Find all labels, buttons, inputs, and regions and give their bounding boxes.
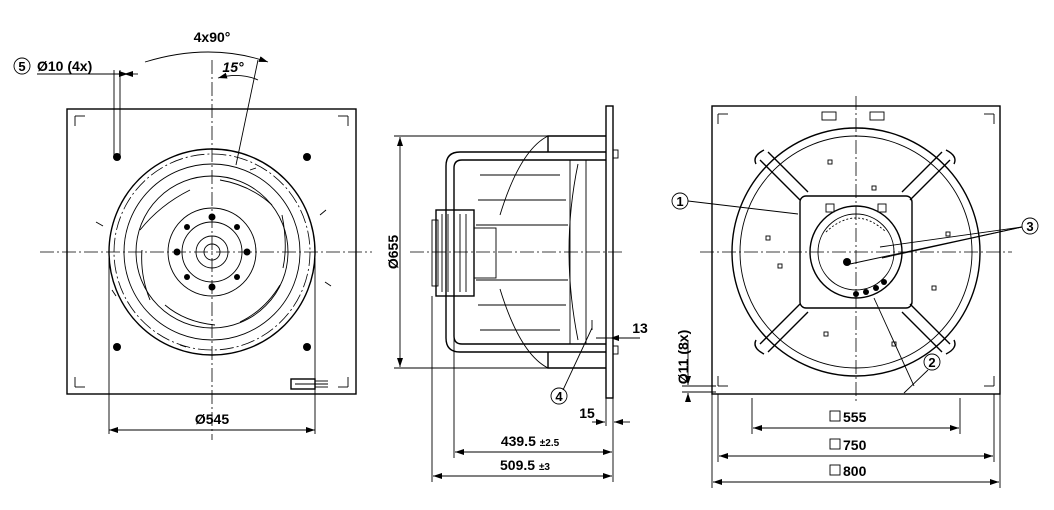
- dimension-655-label: Ø655: [385, 235, 401, 269]
- front-shaft: [203, 243, 221, 261]
- front-outer-ring: [108, 148, 316, 356]
- front-corner-marks: [74, 115, 349, 388]
- front-hub-ring: [167, 207, 257, 297]
- dimension-545: Ø545: [108, 258, 316, 434]
- callout-3-number: 3: [1026, 219, 1033, 234]
- dimension-800-label: 800: [843, 463, 867, 479]
- dimension-439-main: 439.5: [501, 433, 536, 449]
- dimension-509-main: 509.5: [500, 457, 535, 473]
- angle-offset-label: 15°: [222, 59, 244, 75]
- callout-1: 1: [671, 192, 799, 215]
- side-impeller-blades: [476, 174, 568, 331]
- dimension-750-label: 750: [843, 437, 867, 453]
- callout-2: 2: [873, 297, 941, 394]
- front-view: 5 Ø10 (4x) 4x90° 15° Ø545: [13, 29, 372, 440]
- front-shaft-ring: [195, 235, 229, 269]
- callout-4: 4: [550, 327, 593, 405]
- side-support-frame-top: [445, 151, 606, 200]
- dimension-15: 15: [579, 398, 630, 426]
- dimension-509-label: 509.5 ±3: [500, 457, 550, 473]
- front-plate-outline: [66, 108, 357, 395]
- rear-corner-marks: [717, 113, 995, 387]
- rear-small-marks: [765, 159, 951, 347]
- front-mounting-holes: [113, 153, 311, 351]
- dimension-509-tol: ±3: [539, 462, 550, 473]
- front-hub-inner: [181, 221, 243, 283]
- front-blades: [139, 179, 286, 326]
- callout-1-number: 1: [676, 194, 683, 209]
- rear-connectors: [843, 258, 887, 297]
- dimension-750: 750: [717, 394, 995, 462]
- front-impeller-ring: [135, 175, 289, 329]
- angle-dimension: 4x90° 15°: [144, 29, 269, 166]
- front-inlet-ring: [123, 163, 301, 341]
- dimension-15-label: 15: [579, 405, 595, 421]
- rear-struts: [754, 149, 956, 355]
- dimension-439-label: 439.5 ±2.5: [501, 433, 560, 449]
- hole-callout-number: 5: [18, 59, 25, 74]
- dimension-13: 13: [596, 320, 648, 341]
- front-cable-gland: [290, 378, 328, 390]
- hole-callout-rear-label: Ø11 (8x): [675, 330, 691, 384]
- dimension-509: 509.5 ±3: [431, 296, 614, 482]
- dimension-13-label: 13: [632, 320, 648, 336]
- rear-motor-frame: [799, 195, 913, 309]
- rear-outer-ring: [731, 127, 981, 377]
- dimension-655: Ø655: [385, 135, 548, 369]
- dimension-555: 555: [751, 398, 961, 434]
- dimension-545-label: Ø545: [195, 411, 229, 427]
- rear-motor-inner: [817, 213, 895, 291]
- dimension-555-label: 555: [843, 409, 867, 425]
- front-small-marks: [95, 167, 332, 348]
- front-hub-bolts: [173, 213, 251, 291]
- side-support-frame-bottom: [445, 304, 606, 353]
- rear-inner-ring: [739, 135, 973, 369]
- hole-callout-rear: Ø11 (8x): [675, 330, 716, 402]
- rear-view: 1 3 2 Ø11 (8x): [671, 96, 1039, 488]
- callout-3: 3: [849, 217, 1039, 265]
- side-motor: [431, 209, 497, 297]
- side-inlet-cone: [547, 135, 606, 152]
- dimension-439: 439.5 ±2.5: [453, 304, 614, 458]
- callout-2-number: 2: [928, 355, 935, 370]
- callout-4-number: 4: [555, 389, 563, 404]
- side-view: Ø655 13 4 15 439.5 ±2.: [385, 105, 648, 482]
- front-dashdot-ring: [113, 153, 311, 351]
- rear-motor-outer: [809, 205, 903, 299]
- dimension-800: 800: [711, 394, 1001, 488]
- hole-callout-label: Ø10 (4x): [37, 58, 92, 74]
- dimension-439-tol: ±2.5: [540, 438, 560, 449]
- rear-cooling-fins: [825, 217, 887, 233]
- hole-callout-front: 5 Ø10 (4x): [13, 57, 138, 155]
- angle-pattern-label: 4x90°: [194, 29, 231, 45]
